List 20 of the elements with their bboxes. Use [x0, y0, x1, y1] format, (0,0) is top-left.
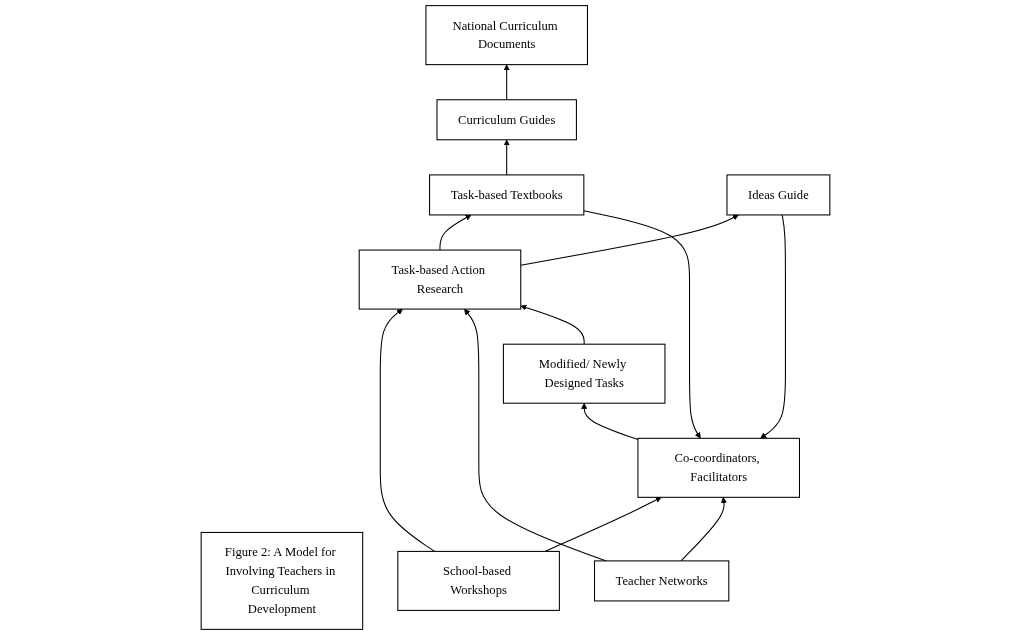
- node-box: School-based Workshops: [397, 550, 560, 611]
- arrow: [520, 214, 739, 266]
- node-box: Modified/ Newly Designed Tasks: [502, 343, 666, 404]
- node-box: Task-based Action Research: [358, 249, 522, 310]
- arrow: [544, 497, 662, 552]
- arrow: [379, 308, 436, 552]
- node-box: Teacher Networks: [593, 560, 730, 602]
- node-box: National Curriculum Documents: [425, 5, 588, 66]
- arrow: [520, 304, 585, 345]
- node-box: Co-coordinators, Facilitators: [637, 437, 800, 498]
- node-box: Curriculum Guides: [436, 99, 577, 141]
- arrow: [503, 139, 510, 176]
- node-box: Ideas Guide: [726, 174, 831, 216]
- node-box: Figure 2: A Model for Involving Teachers in Curriculum Development: [200, 531, 364, 630]
- arrow: [760, 214, 786, 439]
- arrow: [503, 64, 510, 101]
- arrow: [680, 497, 727, 562]
- arrow: [583, 210, 701, 439]
- node-box: Task-based Textbooks: [429, 174, 585, 216]
- arrow: [439, 214, 472, 251]
